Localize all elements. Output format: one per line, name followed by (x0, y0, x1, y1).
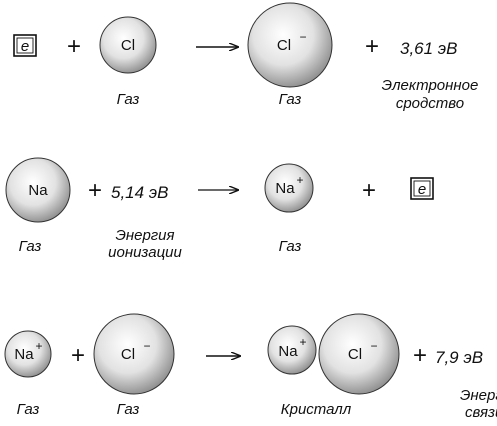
sodium-ion-label: Газ (279, 238, 302, 255)
electron-symbol: e (418, 181, 426, 198)
energy-caption-line2: связи (465, 404, 497, 421)
chloride-ion-label: Газ (117, 401, 140, 418)
crystal-sodium-charge: + (299, 335, 306, 349)
row-bond-formation: Na + Газ + Cl − Газ Na + Cl − Кристалл +… (5, 314, 497, 421)
plus-sign: + (67, 33, 81, 60)
sodium-atom-symbol: Na (28, 182, 48, 199)
crystal-label: Кристалл (281, 401, 352, 418)
chloride-ion-charge: − (143, 339, 150, 353)
nacl-crystal-pair: Na + Cl − (268, 314, 399, 394)
sodium-ion-charge: + (296, 173, 303, 187)
chloride-ion-symbol: Cl (121, 346, 135, 363)
electron-box: e (14, 35, 36, 56)
plus-sign: + (88, 177, 102, 204)
crystal-chloride-symbol: Cl (348, 346, 362, 363)
chloride-ion-charge: − (299, 30, 306, 44)
chlorine-atom-symbol: Cl (121, 37, 135, 54)
sodium-ion: Na + (265, 164, 313, 212)
energy-caption-line2: сродство (396, 95, 464, 112)
electron-box: e (411, 178, 433, 199)
plus-sign: + (365, 33, 379, 60)
sodium-atom: Na (6, 158, 70, 222)
energy-caption-line1: Электронное (382, 77, 479, 94)
energy-caption-line2: ионизации (108, 244, 182, 261)
row-ionization: Na Газ + 5,14 эВ Энергия ионизации Na + … (6, 158, 433, 261)
energy-caption-line1: Энергия (460, 387, 497, 404)
row-electron-affinity: e + Cl Газ Cl − Газ + 3,61 эВ Электронно… (14, 3, 478, 112)
plus-sign: + (71, 342, 85, 369)
electron-symbol: e (21, 38, 29, 55)
chlorine-atom: Cl (100, 17, 156, 73)
chloride-ion-label: Газ (279, 91, 302, 108)
plus-sign: + (413, 342, 427, 369)
energy-value: 3,61 эВ (400, 39, 458, 58)
chloride-ion: Cl − (248, 3, 332, 87)
energy-value: 5,14 эВ (111, 183, 169, 202)
sodium-atom-label: Газ (19, 238, 42, 255)
sodium-ion-symbol: Na (275, 180, 295, 197)
chlorine-atom-label: Газ (117, 91, 140, 108)
chloride-ion-symbol: Cl (277, 37, 291, 54)
plus-sign: + (362, 177, 376, 204)
energy-caption-line1: Энергия (115, 227, 174, 244)
crystal-chloride-charge: − (370, 339, 377, 353)
sodium-ion: Na + (5, 331, 51, 377)
chloride-ion: Cl − (94, 314, 174, 394)
sodium-ion-symbol: Na (14, 346, 34, 363)
sodium-ion-label: Газ (17, 401, 40, 418)
crystal-sodium-symbol: Na (278, 343, 298, 360)
energy-value: 7,9 эВ (435, 348, 483, 367)
sodium-ion-charge: + (35, 339, 42, 353)
